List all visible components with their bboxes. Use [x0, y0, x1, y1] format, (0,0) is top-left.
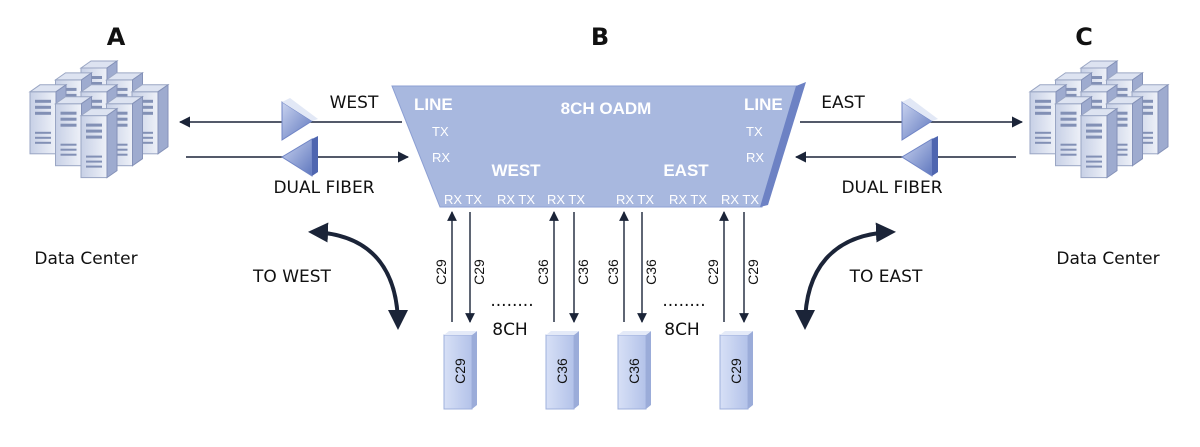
oadm-tx-right: TX: [746, 124, 763, 139]
channel-label: C36: [643, 259, 659, 285]
channel-label: C36: [535, 259, 551, 285]
oadm-west-ports: WEST: [491, 161, 541, 180]
oadm-box-edge: [760, 82, 806, 207]
channel-lines: C29 C29 C36 C36 C36 C36 C29 C29: [433, 211, 761, 323]
data-center-a-icon: [28, 60, 170, 179]
east-dual-fiber-label: DUAL FIBER: [841, 178, 942, 198]
channel-group-dots: ........: [662, 291, 705, 311]
oadm-east-ports: EAST: [663, 161, 709, 180]
data-center-c-icon: [1028, 60, 1170, 179]
oadm-box: [391, 85, 805, 208]
port-pair-label: RX TX: [444, 192, 482, 207]
channel-label: C29: [471, 259, 487, 285]
channel-label: C36: [575, 259, 591, 285]
channel-group-count: 8CH: [492, 320, 527, 340]
to-west-label: TO WEST: [252, 267, 332, 287]
node-b-letter: B: [591, 23, 609, 51]
oadm-rx-left: RX: [432, 150, 450, 165]
channel-label: C36: [605, 259, 621, 285]
server-unit-icon: [1130, 83, 1170, 155]
to-east-label: TO EAST: [849, 267, 923, 287]
transceiver-module-label: C36: [554, 358, 570, 384]
data-center-a-caption: Data Center: [34, 249, 137, 269]
transceiver-module: C36: [617, 331, 651, 410]
transceiver-module-label: C29: [452, 358, 468, 384]
oadm-tx-left: TX: [432, 124, 449, 139]
oadm-line-left: LINE: [414, 95, 453, 114]
transceiver-module-label: C36: [626, 358, 642, 384]
east-fiber-triangle-tx-icon: [901, 98, 938, 141]
west-dual-fiber-label: DUAL FIBER: [273, 178, 374, 198]
transceiver-module: C29: [443, 331, 477, 410]
oadm-rx-right: RX: [746, 150, 764, 165]
transceiver-module: C36: [545, 331, 579, 410]
server-unit-icon: [79, 107, 119, 179]
west-fiber-triangle-tx-icon: [281, 98, 318, 141]
west-fiber-triangle-rx-icon: [281, 136, 318, 177]
channel-label: C29: [705, 259, 721, 285]
port-pair-label: RX TX: [721, 192, 759, 207]
transceiver-module-label: C29: [728, 358, 744, 384]
port-pair-label: RX TX: [669, 192, 707, 207]
to-west-curved-arrow: [308, 222, 408, 330]
east-line-label: EAST: [821, 93, 865, 113]
to-east-curved-arrow: [795, 222, 896, 330]
oadm-line-right: LINE: [744, 95, 783, 114]
port-pair-label: RX TX: [547, 192, 585, 207]
port-pair-label: RX TX: [497, 192, 535, 207]
east-fiber-triangle-rx-icon: [901, 136, 938, 177]
node-a-letter: A: [107, 23, 126, 51]
transceiver-modules: C29 C36 C36 C29: [443, 331, 753, 410]
west-line-label: WEST: [330, 93, 379, 113]
data-center-c-caption: Data Center: [1056, 249, 1159, 269]
channel-group-dots: ........: [490, 291, 533, 311]
port-pair-label: RX TX: [616, 192, 654, 207]
channel-group-count: 8CH: [664, 320, 699, 340]
oadm-title: 8CH OADM: [561, 99, 652, 118]
channel-label: C29: [433, 259, 449, 285]
node-c-letter: C: [1075, 23, 1093, 51]
channel-label: C29: [745, 259, 761, 285]
server-unit-icon: [1079, 107, 1119, 179]
transceiver-module: C29: [719, 331, 753, 410]
